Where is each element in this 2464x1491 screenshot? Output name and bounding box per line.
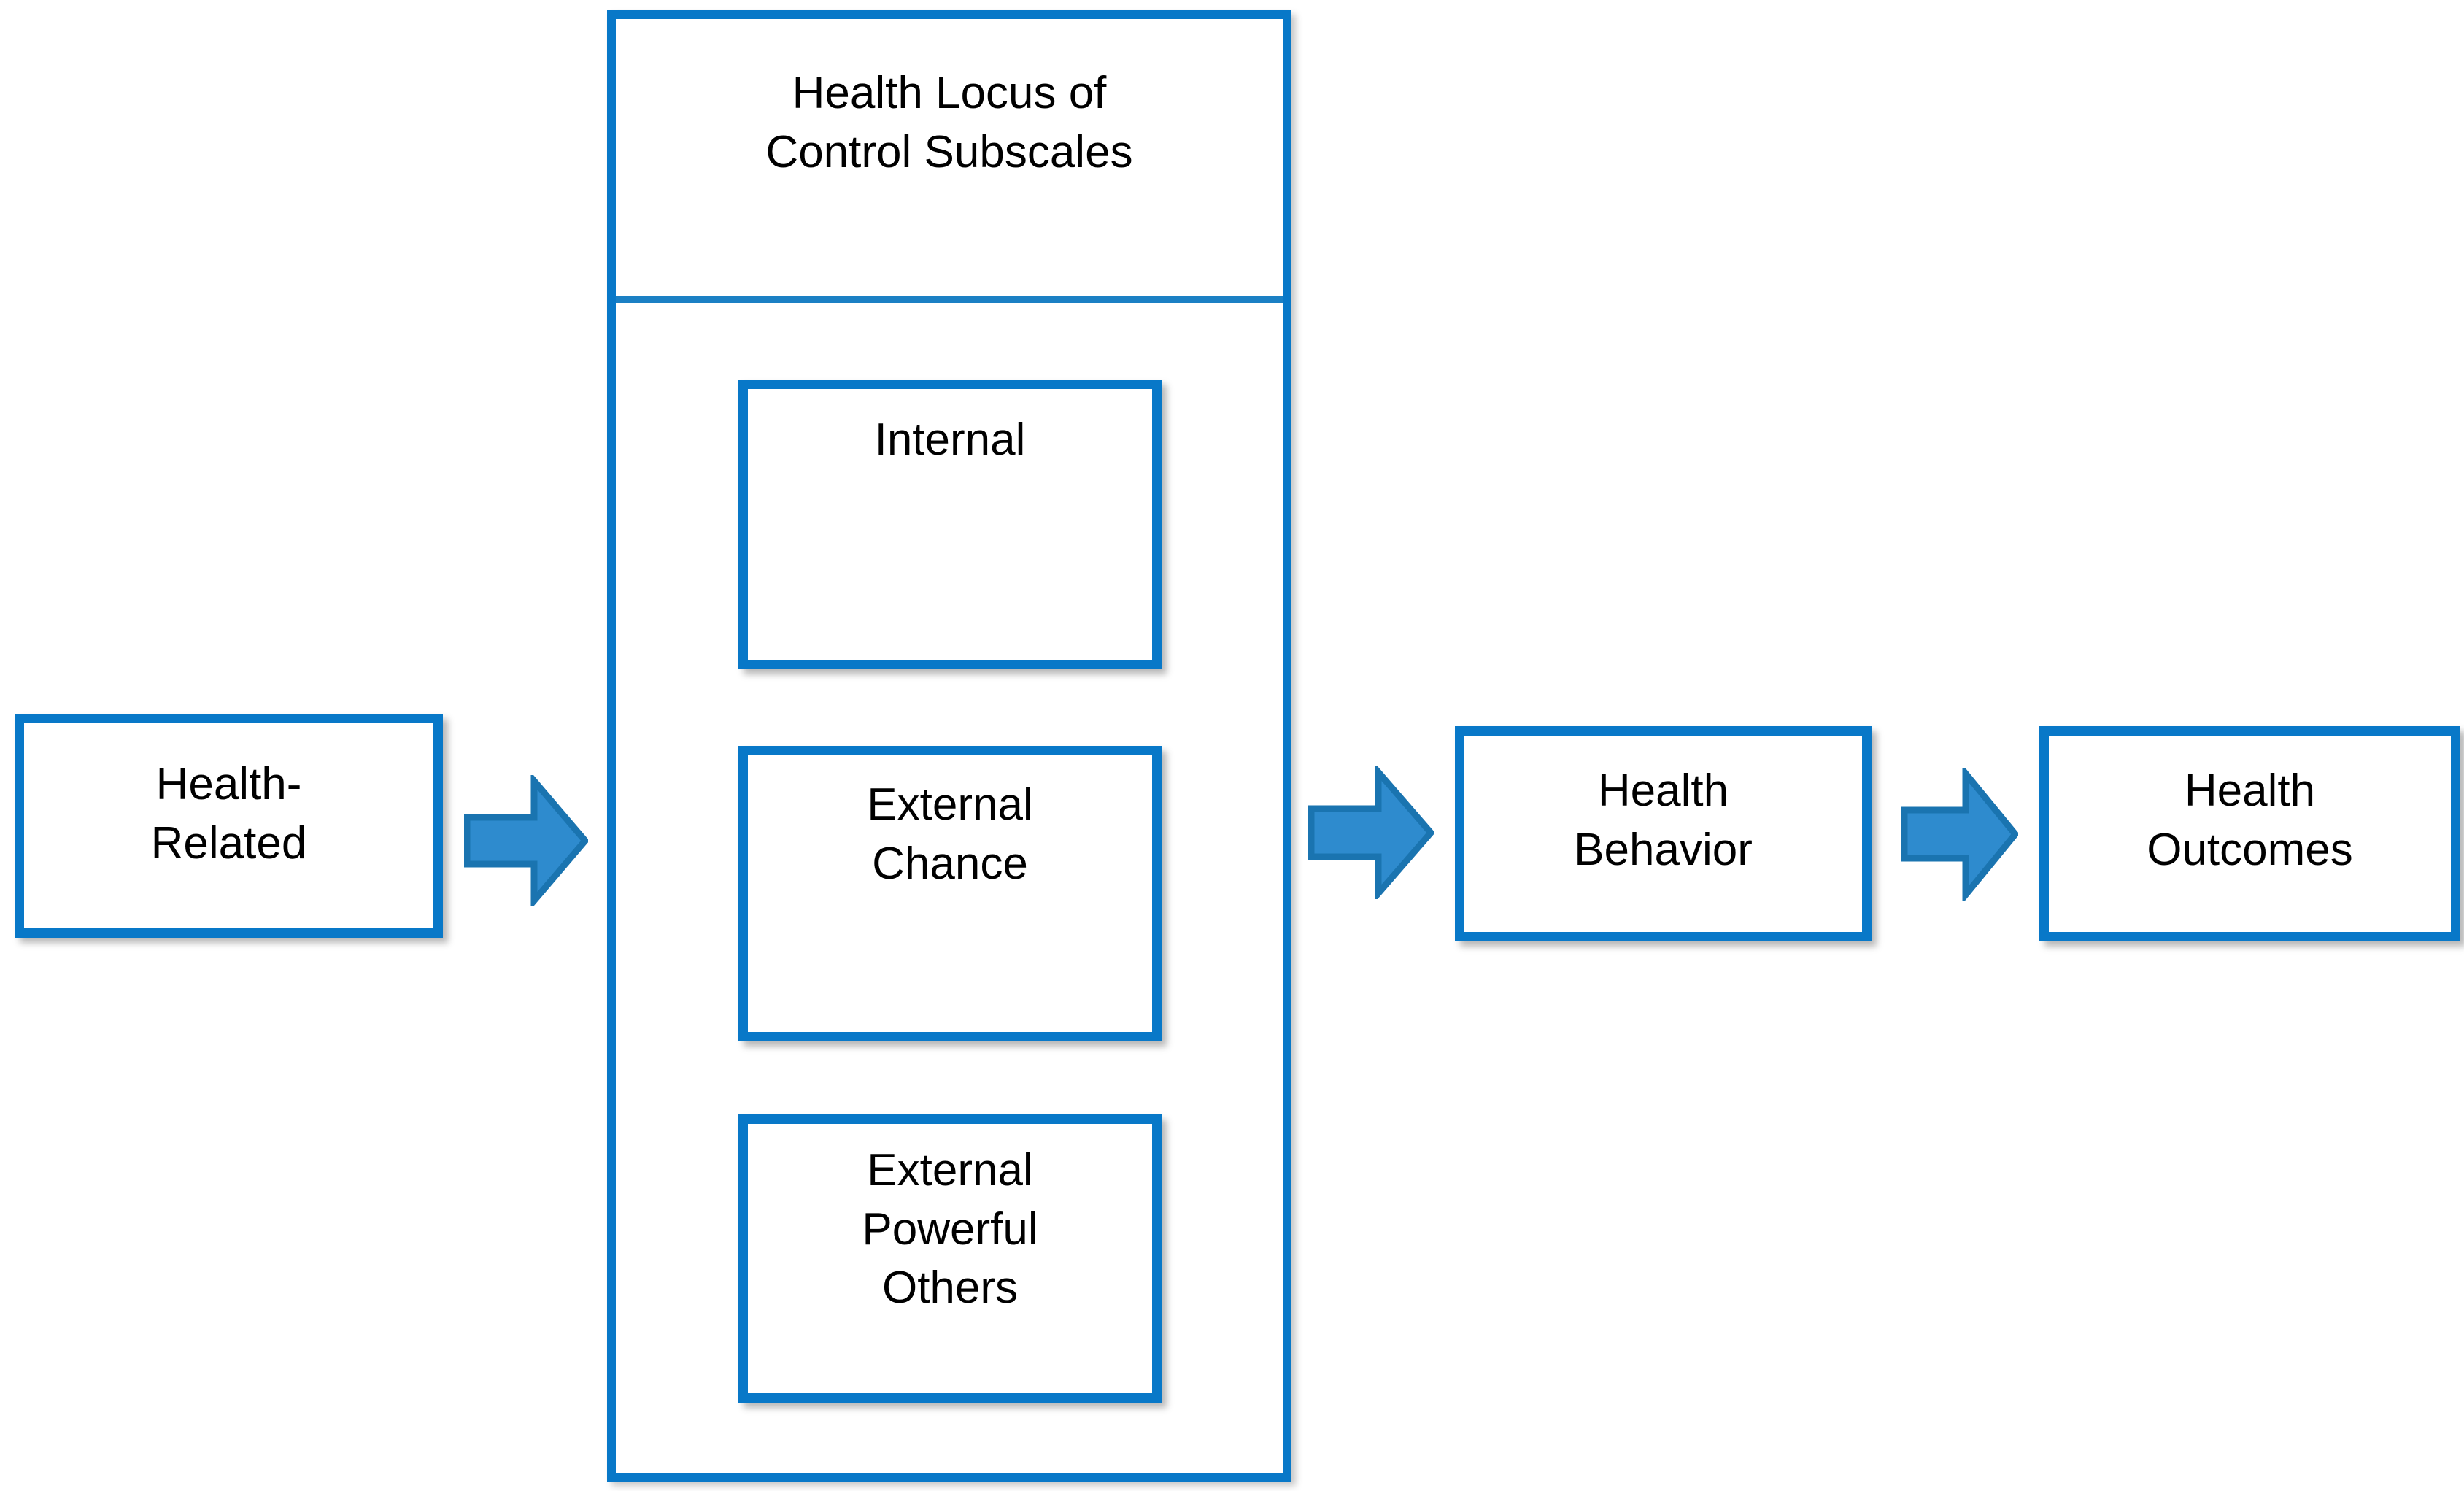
right-arrow-icon <box>1308 766 1434 899</box>
node-subscale-external-chance-label: External Chance <box>867 779 1033 889</box>
node-subscale-external-chance[interactable]: External Chance <box>738 746 1162 1041</box>
node-health-related-label: Health- Related <box>150 759 307 868</box>
node-health-behavior-label: Health Behavior <box>1574 766 1753 875</box>
node-subscale-external-powerful-others[interactable]: External Powerful Others <box>738 1114 1162 1403</box>
node-subscale-external-powerful-others-label: External Powerful Others <box>862 1145 1038 1314</box>
node-health-related[interactable]: Health- Related <box>15 714 443 938</box>
node-health-behavior[interactable]: Health Behavior <box>1455 726 1872 941</box>
right-arrow-icon <box>1901 768 2018 901</box>
node-hloc-container[interactable]: Health Locus of Control Subscales Intern… <box>607 10 1291 1482</box>
node-health-outcomes[interactable]: Health Outcomes <box>2039 726 2460 941</box>
node-health-outcomes-label: Health Outcomes <box>2147 766 2353 875</box>
node-subscale-internal-label: Internal <box>874 415 1026 465</box>
node-subscale-internal[interactable]: Internal <box>738 380 1162 669</box>
hloc-title: Health Locus of Control Subscales <box>765 68 1133 177</box>
hloc-header: Health Locus of Control Subscales <box>616 19 1283 303</box>
right-arrow-icon <box>464 775 588 906</box>
